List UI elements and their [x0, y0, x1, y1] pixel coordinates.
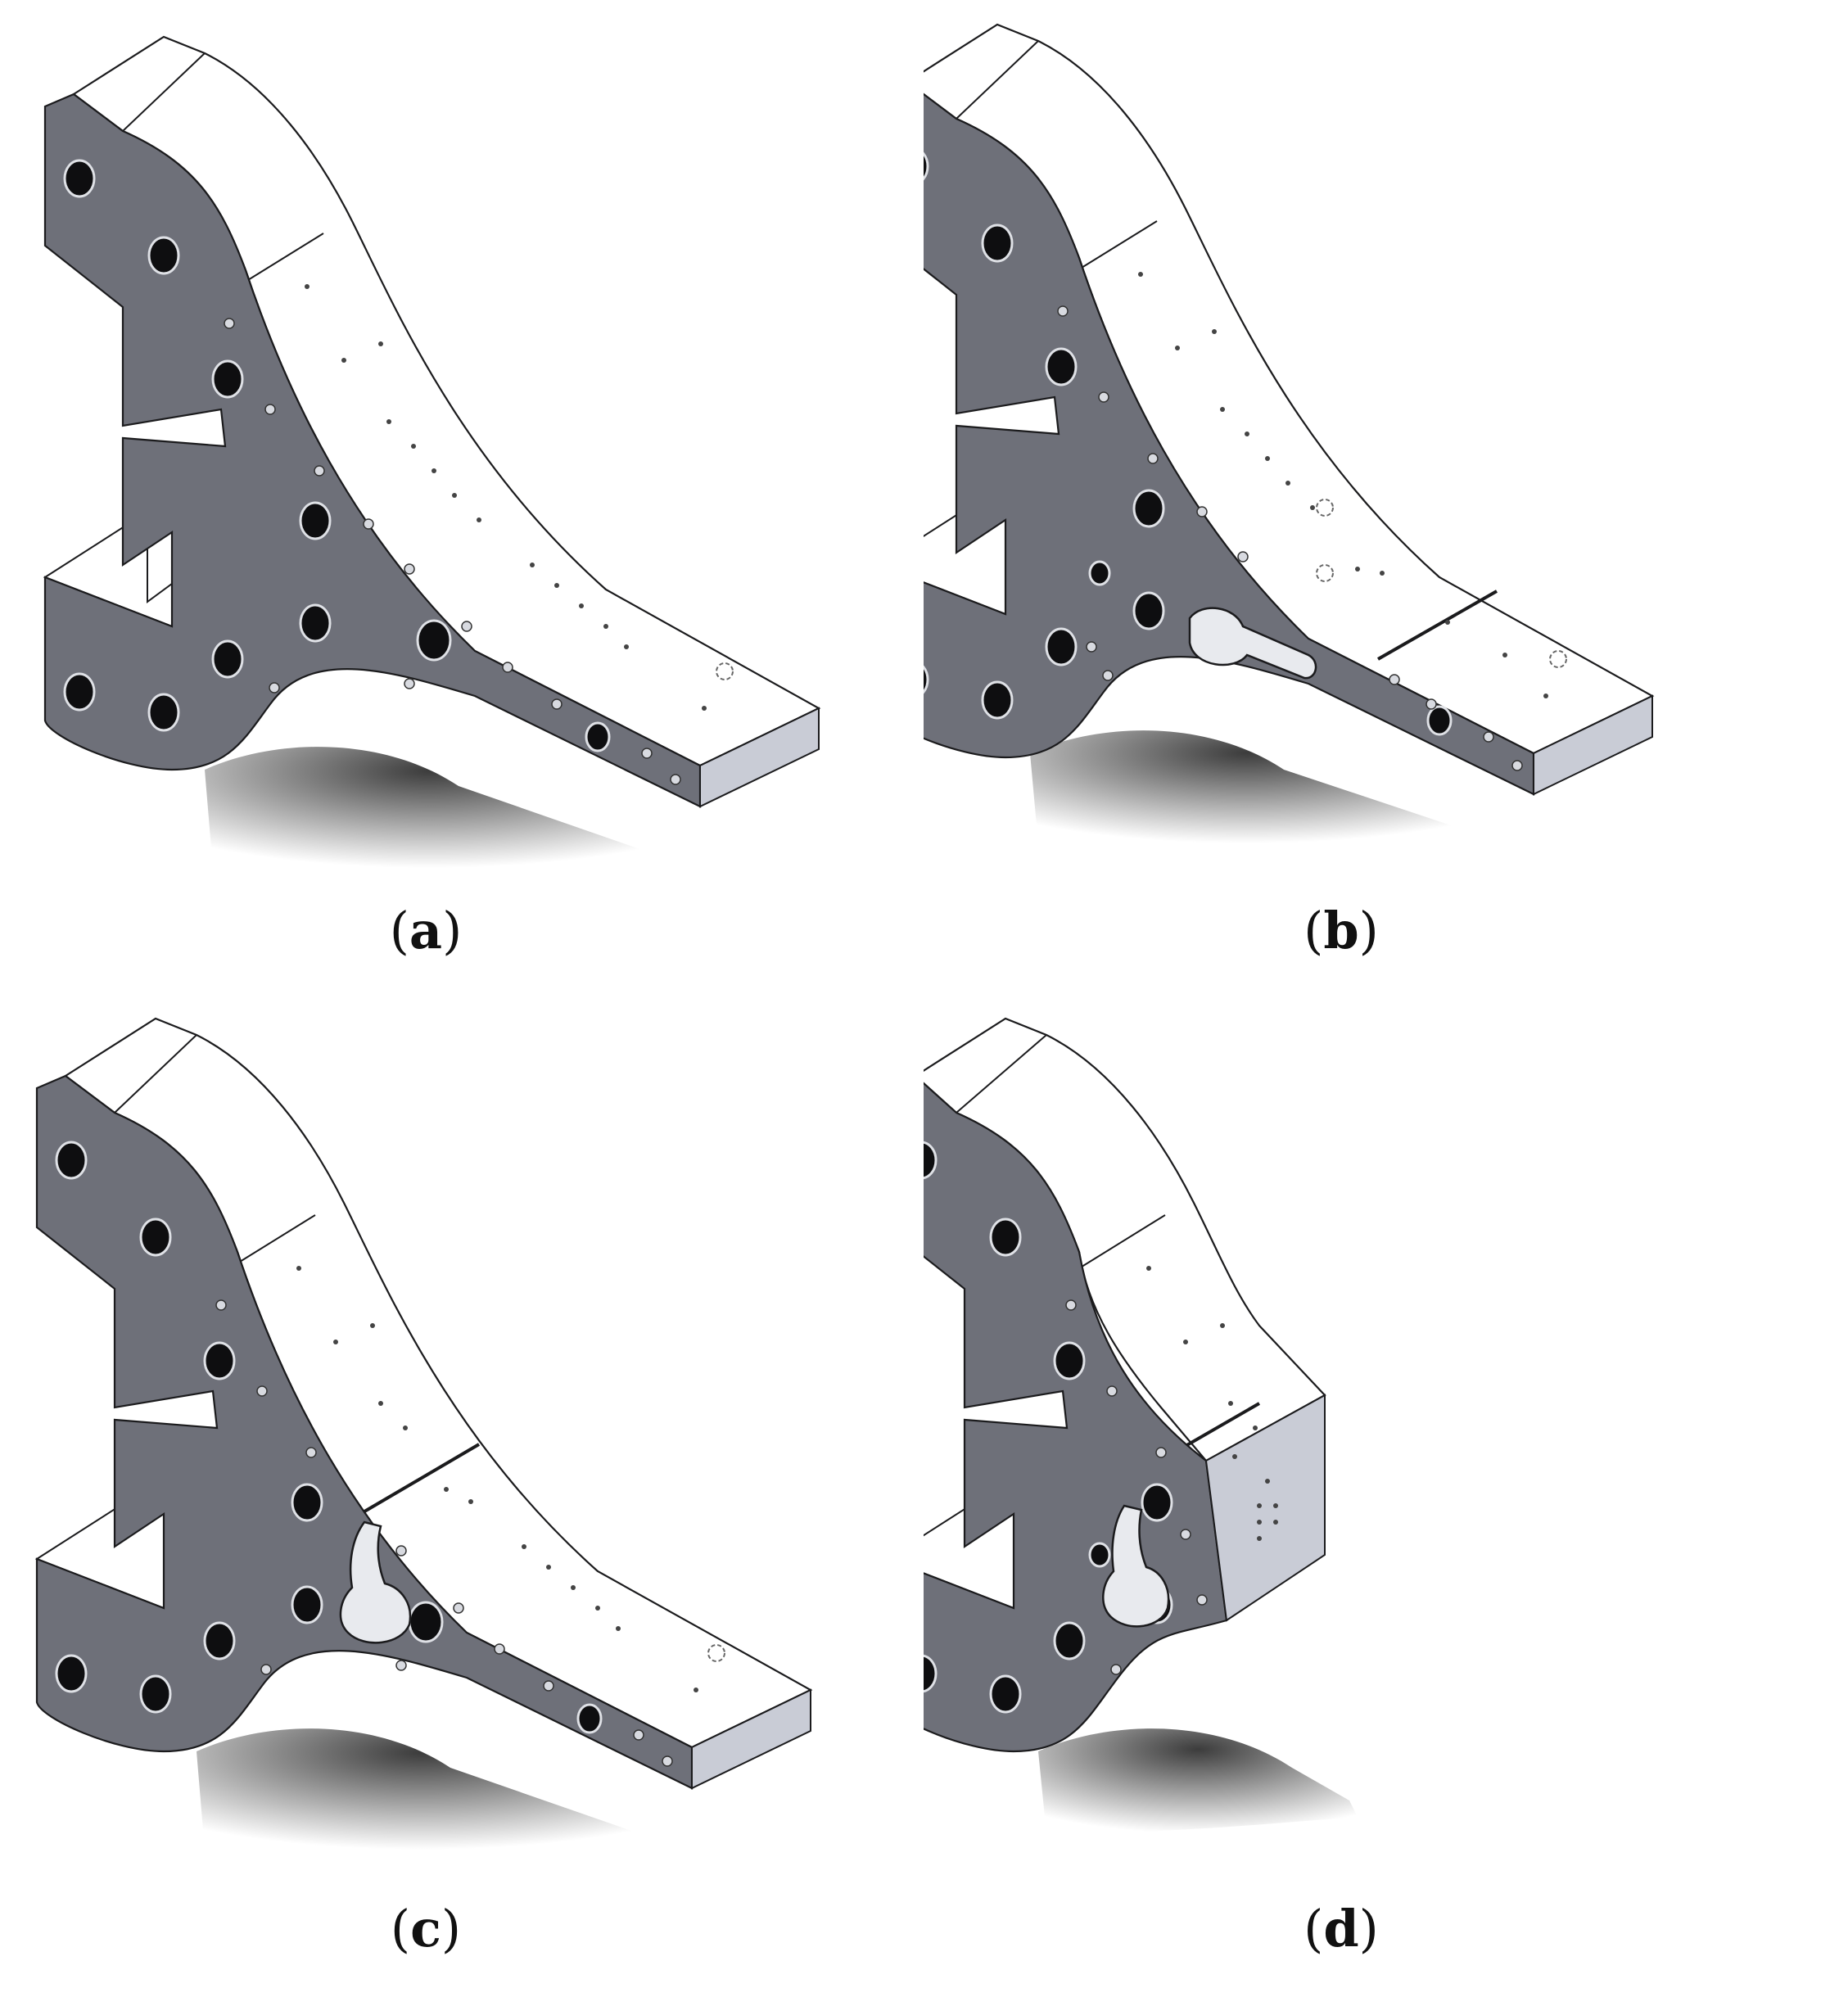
caption-d: (d) [1304, 1899, 1379, 1959]
cast-shadow [205, 747, 655, 868]
bracket-part-b [924, 23, 1655, 843]
bracket-part-a [43, 35, 821, 868]
mounting-holes [55, 1141, 603, 1734]
top-dots [305, 284, 707, 711]
small-holes [224, 318, 681, 785]
keyhole-slot [1188, 607, 1317, 680]
small-holes [1057, 305, 1523, 771]
keyhole-slot [1102, 1504, 1170, 1628]
top-dots [1138, 272, 1548, 698]
side-plate [35, 1074, 694, 1790]
cast-shadow [197, 1728, 647, 1850]
panel-d: (d) [924, 998, 1847, 1996]
bracket-part-c [34, 1017, 813, 1850]
caption-c: (c) [390, 1899, 462, 1959]
top-dots [1146, 1266, 1278, 1541]
cast-shadow [1030, 730, 1464, 843]
panel-b: (b) [924, 0, 1847, 998]
cast-shadow [1038, 1728, 1358, 1833]
mounting-holes [63, 159, 611, 752]
panel-a: (a) [0, 0, 924, 998]
small-holes [1065, 1299, 1208, 1675]
side-plate [43, 93, 702, 808]
caption-a: (a) [389, 901, 463, 960]
keyhole-slot [339, 1520, 412, 1644]
caption-b: (b) [1304, 901, 1379, 960]
panel-c: (c) [0, 998, 924, 1996]
small-holes [215, 1299, 673, 1767]
mounting-holes [924, 151, 1453, 736]
bracket-part-d [924, 1017, 1358, 1833]
top-dots [296, 1266, 698, 1692]
